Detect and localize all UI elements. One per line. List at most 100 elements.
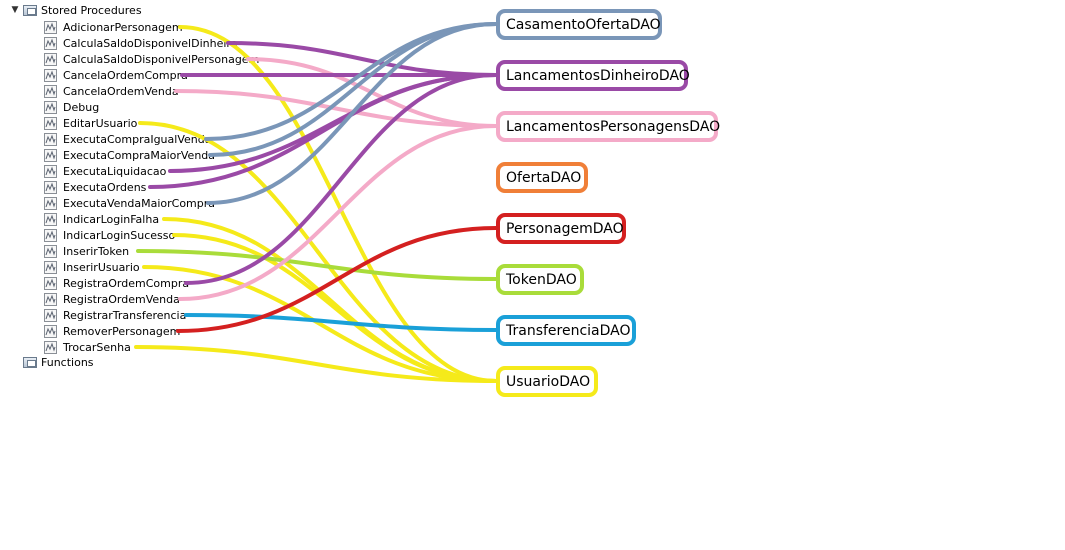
dao-label: TransferenciaDAO <box>506 322 631 339</box>
connection-line <box>172 233 498 383</box>
procedure-item[interactable]: Debug <box>44 99 99 115</box>
procedure-label: IndicarLoginFalha <box>63 212 160 226</box>
procedure-label: CalculaSaldoDisponivelDinheiro <box>63 36 238 50</box>
dao-box-oferta[interactable]: OfertaDAO <box>496 162 588 193</box>
procedure-label: TrocarSenha <box>63 340 131 354</box>
dao-box-transferencia[interactable]: TransferenciaDAO <box>496 315 636 346</box>
procedure-item[interactable]: EditarUsuario <box>44 115 137 131</box>
dao-label: PersonagemDAO <box>506 220 624 237</box>
procedure-label: ExecutaVendaMaiorCompra <box>63 196 216 210</box>
stored-procedure-icon <box>44 292 57 306</box>
stored-procedure-icon <box>44 100 57 114</box>
procedure-label: RemoverPersonagem <box>63 324 181 338</box>
stored-procedure-icon <box>44 52 57 66</box>
dao-box-personagens[interactable]: LancamentosPersonagensDAO <box>496 111 721 142</box>
stored-procedure-icon <box>44 196 57 210</box>
procedure-item[interactable]: ExecutaLiquidacao <box>44 163 166 179</box>
connection-line <box>138 121 498 383</box>
dao-box-token[interactable]: TokenDAO <box>496 264 584 295</box>
dao-label: UsuarioDAO <box>506 373 591 390</box>
procedure-label: RegistrarTransferencia <box>63 308 187 322</box>
folder-icon <box>23 356 37 368</box>
dao-label: LancamentosPersonagensDAO <box>506 118 721 135</box>
stored-procedure-icon <box>44 36 57 50</box>
procedure-item[interactable]: CalculaSaldoDisponivelDinheiro <box>44 35 237 51</box>
stored-procedure-icon <box>44 308 57 322</box>
procedure-item[interactable]: RemoverPersonagem <box>44 323 180 339</box>
procedure-item[interactable]: InserirUsuario <box>44 259 140 275</box>
procedure-label: EditarUsuario <box>63 116 138 130</box>
connection-line <box>142 265 498 383</box>
connection-line <box>174 89 498 128</box>
procedure-label: InserirToken <box>63 244 130 258</box>
dao-label: OfertaDAO <box>506 169 582 186</box>
tree-node-stored-procedures[interactable]: ▼ Stored Procedures <box>10 2 142 18</box>
connection-line <box>178 25 498 383</box>
connection-line <box>136 249 498 281</box>
procedure-label: CancelaOrdemVenda <box>63 84 179 98</box>
procedure-label: ExecutaOrdens <box>63 180 147 194</box>
procedure-label: CancelaOrdemCompra <box>63 68 188 82</box>
procedure-item[interactable]: ExecutaCompraMaiorVenda <box>44 147 215 163</box>
procedure-item[interactable]: RegistrarTransferencia <box>44 307 186 323</box>
stored-procedure-icon <box>44 132 57 146</box>
stored-procedure-icon <box>44 116 57 130</box>
stored-procedures-label: Stored Procedures <box>41 3 142 17</box>
procedure-label: ExecutaCompraMaiorVenda <box>63 148 216 162</box>
procedure-item[interactable]: CancelaOrdemCompra <box>44 67 188 83</box>
stored-procedure-icon <box>44 244 57 258</box>
functions-label: Functions <box>41 355 94 369</box>
procedure-item[interactable]: CalculaSaldoDisponivelPersonagem <box>44 51 259 67</box>
procedure-label: ExecutaLiquidacao <box>63 164 167 178</box>
stored-procedure-icon <box>44 212 57 226</box>
procedure-item[interactable]: InserirToken <box>44 243 129 259</box>
procedure-item[interactable]: CancelaOrdemVenda <box>44 83 179 99</box>
dao-label: TokenDAO <box>506 271 577 288</box>
procedure-label: IndicarLoginSucesso <box>63 228 176 242</box>
procedure-label: ExecutaCompraIgualVenda <box>63 132 212 146</box>
tree-node-functions[interactable]: Functions <box>23 354 94 370</box>
procedure-item[interactable]: IndicarLoginFalha <box>44 211 159 227</box>
stored-procedure-icon <box>44 260 57 274</box>
procedure-label: InserirUsuario <box>63 260 140 274</box>
stored-procedure-icon <box>44 20 57 34</box>
stored-procedure-icon <box>44 148 57 162</box>
dao-box-usuario[interactable]: UsuarioDAO <box>496 366 598 397</box>
procedure-label: AdicionarPersonagem <box>63 20 183 34</box>
procedure-label: RegistraOrdemCompra <box>63 276 190 290</box>
dao-label: LancamentosDinheiroDAO <box>506 67 690 84</box>
collapse-arrow-icon[interactable]: ▼ <box>11 5 19 15</box>
stored-procedure-icon <box>44 84 57 98</box>
stored-procedure-icon <box>44 68 57 82</box>
procedure-item[interactable]: ExecutaCompraIgualVenda <box>44 131 211 147</box>
connection-line <box>184 73 498 285</box>
procedure-item[interactable]: RegistraOrdemVenda <box>44 291 180 307</box>
procedure-item[interactable]: AdicionarPersonagem <box>44 19 183 35</box>
connection-line <box>162 217 498 383</box>
connection-line <box>148 73 498 189</box>
dao-label: CasamentoOfertaDAO <box>506 16 661 33</box>
stored-procedure-icon <box>44 180 57 194</box>
dao-box-personagem[interactable]: PersonagemDAO <box>496 213 626 244</box>
stored-procedure-icon <box>44 324 57 338</box>
stored-procedure-icon <box>44 340 57 354</box>
dao-box-dinheiro[interactable]: LancamentosDinheiroDAO <box>496 60 690 91</box>
procedure-item[interactable]: RegistraOrdemCompra <box>44 275 189 291</box>
connection-line <box>178 124 498 301</box>
procedure-label: Debug <box>63 100 100 114</box>
procedure-item[interactable]: ExecutaVendaMaiorCompra <box>44 195 215 211</box>
connection-line <box>184 313 498 332</box>
stored-procedure-icon <box>44 228 57 242</box>
procedure-item[interactable]: TrocarSenha <box>44 339 131 355</box>
dao-box-casamento[interactable]: CasamentoOfertaDAO <box>496 9 662 40</box>
connection-line <box>206 22 498 205</box>
procedure-item[interactable]: ExecutaOrdens <box>44 179 146 195</box>
folder-icon <box>23 4 37 16</box>
connection-line <box>134 345 498 383</box>
stored-procedure-icon <box>44 164 57 178</box>
procedure-label: RegistraOrdemVenda <box>63 292 180 306</box>
connection-line <box>176 226 498 333</box>
procedure-item[interactable]: IndicarLoginSucesso <box>44 227 175 243</box>
